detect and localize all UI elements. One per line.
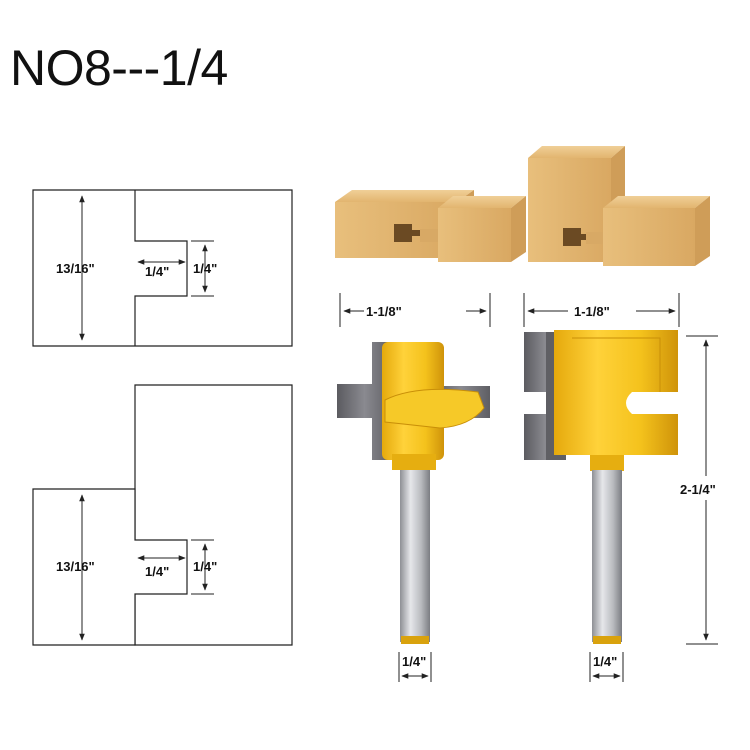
tongue-profile-top (134, 190, 188, 346)
width-label: 1/4" (145, 264, 169, 279)
profile-diagram-top: 13/16" 1/4" 1/4" (32, 189, 293, 347)
bit-body (554, 330, 678, 455)
bit-shank (592, 470, 622, 642)
height-label: 13/16" (56, 261, 95, 276)
profile-diagram-bottom: 13/16" 1/4" 1/4" (32, 384, 293, 646)
carbide-cutter (337, 342, 392, 460)
height-label: 13/16" (56, 559, 95, 574)
product-title: NO8---1/4 (10, 40, 228, 96)
router-bit-tongue: 1-1/8" 1/4" (337, 293, 491, 682)
router-bit-groove: 1-1/8" 2-1/4" 1/4" (523, 293, 718, 682)
bit-shank (400, 470, 430, 642)
depth-label: 1/4" (193, 559, 217, 574)
profile-outline-bottom (32, 488, 188, 646)
shank-label: 1/4" (593, 654, 617, 669)
wood-joint-sample-right (528, 146, 710, 266)
wood-joint-sample-left (335, 190, 526, 262)
cut-width-label: 1-1/8" (574, 304, 610, 319)
depth-label: 1/4" (193, 261, 217, 276)
cut-width-label: 1-1/8" (366, 304, 402, 319)
groove-block-bottom (134, 384, 293, 646)
width-label: 1/4" (145, 564, 169, 579)
total-height-label: 2-1/4" (680, 482, 716, 497)
shank-label: 1/4" (402, 654, 426, 669)
